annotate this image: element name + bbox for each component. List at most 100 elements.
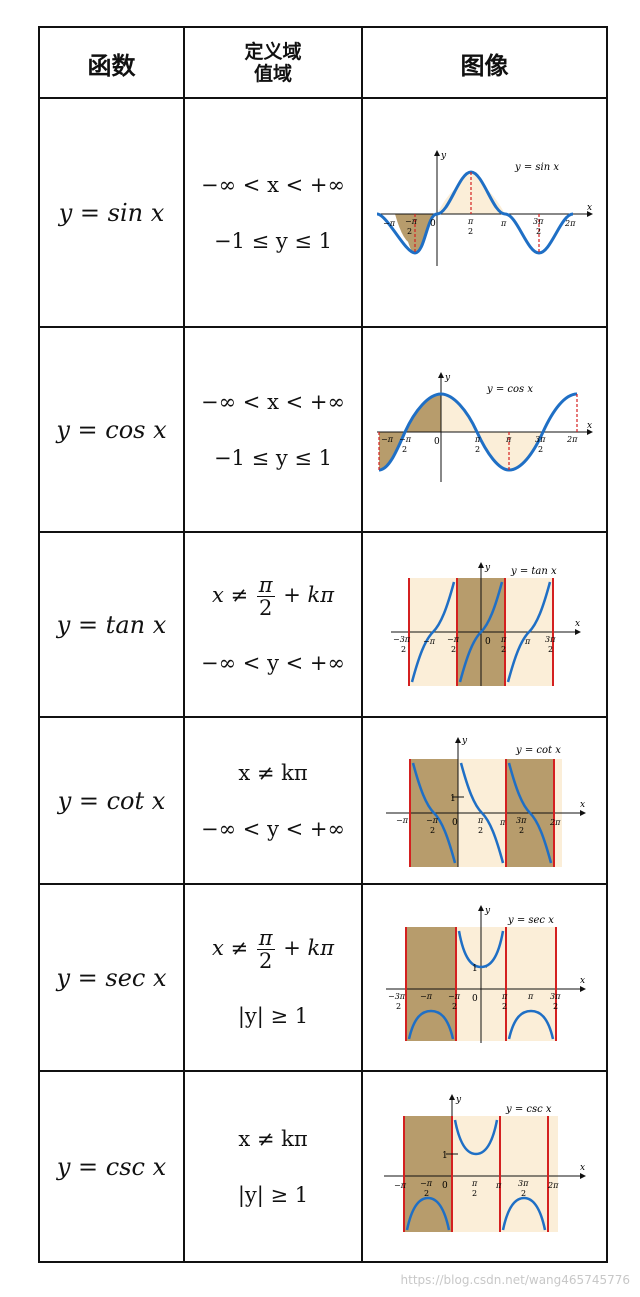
svg-text:π: π [474, 435, 481, 444]
graph-label-sin: y = sin x [514, 162, 559, 173]
svg-text:2: 2 [401, 645, 406, 654]
svg-text:−3π: −3π [388, 992, 406, 1001]
svg-text:3π: 3π [518, 1179, 529, 1188]
svg-text:π: π [477, 816, 484, 825]
svg-text:2: 2 [452, 1002, 457, 1011]
graph-cos: y = cos x y x 0 −π −π 2 π 2 π 3π 2 2π [363, 328, 606, 531]
svg-text:x: x [587, 421, 592, 431]
domain-csc: x ≠ kπ [238, 1126, 308, 1151]
function-sec: y = sec x [56, 963, 167, 992]
svg-text:−π: −π [394, 1181, 407, 1190]
domain-cot: x ≠ kπ [238, 760, 308, 785]
svg-text:2: 2 [402, 445, 407, 454]
svg-text:x: x [580, 1163, 585, 1173]
svg-text:π: π [467, 217, 474, 226]
svg-text:2: 2 [553, 1002, 558, 1011]
svg-text:−π: −π [405, 217, 418, 226]
column-divider [183, 28, 185, 1261]
graph-tan: y = tan x y x 0 −3π 2 −π −π 2 π 2 π 3π 2 [363, 533, 606, 716]
csc-curve [405, 1119, 546, 1230]
graph-csc: y = csc x y x 1 0 −π −π 2 π 2 π 3π 2 2π [363, 1072, 606, 1261]
svg-text:2: 2 [430, 826, 435, 835]
svg-text:−π: −π [447, 635, 460, 644]
trig-function-table: 函数 定义域 值域 图像 y = sin x −∞ < x < +∞ −1 ≤ … [38, 26, 608, 1263]
svg-text:y: y [461, 736, 468, 746]
svg-text:−π: −π [423, 637, 436, 646]
svg-text:2π: 2π [547, 1181, 559, 1190]
csc-graph-svg: y = csc x y x 1 0 −π −π 2 π 2 π 3π 2 2π [383, 1093, 586, 1232]
domain-range-csc: x ≠ kπ |y| ≥ 1 [185, 1072, 361, 1261]
svg-text:2: 2 [521, 1189, 526, 1198]
sec-curve [407, 930, 554, 1039]
svg-text:2: 2 [472, 1189, 477, 1198]
svg-text:2π: 2π [549, 818, 561, 827]
svg-text:0: 0 [442, 1181, 448, 1191]
tan-graph-svg: y = tan x y x 0 −3π 2 −π −π 2 π 2 π 3π 2 [390, 561, 581, 686]
svg-text:−π: −π [396, 816, 409, 825]
function-sin: y = sin x [58, 198, 165, 227]
row-divider [40, 97, 606, 99]
svg-text:2π: 2π [566, 435, 578, 444]
svg-text:2: 2 [451, 645, 456, 654]
svg-text:0: 0 [485, 637, 491, 647]
svg-text:2: 2 [538, 445, 543, 454]
svg-text:π: π [499, 818, 506, 827]
graph-cot: y = cot x y x 1 0 −π −π 2 π 2 π 3π 2 2π [363, 718, 606, 883]
svg-text:2: 2 [424, 1189, 429, 1198]
svg-text:2: 2 [475, 445, 480, 454]
svg-text:2: 2 [478, 826, 483, 835]
sec-graph-svg: y = sec x y x 1 0 −3π 2 −π −π 2 π 2 π 3π… [385, 904, 586, 1043]
function-cot: y = cot x [57, 786, 166, 815]
graph-sin: y = sin x y x 0 −π −π 2 π 2 π 3π 2 2π [363, 99, 606, 326]
header-function: 函数 [87, 51, 136, 80]
svg-text:π: π [500, 219, 507, 228]
svg-text:−π: −π [448, 992, 461, 1001]
svg-text:2: 2 [468, 227, 473, 236]
header-graph: 图像 [460, 51, 509, 80]
cot-graph-svg: y = cot x y x 1 0 −π −π 2 π 2 π 3π 2 2π [385, 736, 586, 867]
svg-text:2: 2 [501, 645, 506, 654]
svg-text:π: π [524, 637, 531, 646]
svg-text:0: 0 [434, 437, 440, 447]
svg-text:x: x [575, 619, 580, 629]
svg-text:3π: 3π [533, 217, 544, 226]
svg-text:x: x [587, 203, 592, 213]
svg-text:π: π [471, 1179, 478, 1188]
svg-text:y: y [484, 563, 491, 573]
svg-text:−π: −π [420, 992, 433, 1001]
svg-text:3π: 3π [535, 435, 546, 444]
function-csc: y = csc x [56, 1152, 167, 1181]
function-tan: y = tan x [56, 610, 167, 639]
range-sec: |y| ≥ 1 [237, 1004, 309, 1029]
range-cos: −1 ≤ y ≤ 1 [213, 445, 333, 470]
svg-text:π: π [495, 1181, 502, 1190]
row-divider [40, 716, 606, 718]
svg-text:2π: 2π [564, 219, 576, 228]
graph-label-cos: y = cos x [486, 384, 533, 395]
tan-curve [410, 581, 551, 682]
svg-text:−3π: −3π [393, 635, 411, 644]
svg-text:2: 2 [519, 826, 524, 835]
row-divider [40, 326, 606, 328]
svg-text:2: 2 [536, 227, 541, 236]
svg-text:π: π [500, 635, 507, 644]
header-range: 值域 [253, 63, 292, 85]
svg-text:x: x [580, 800, 585, 810]
domain-range-cos: −∞ < x < +∞ −1 ≤ y ≤ 1 [185, 328, 361, 531]
graph-label-cot: y = cot x [515, 745, 561, 756]
svg-text:π: π [505, 435, 512, 444]
svg-text:π: π [501, 992, 508, 1001]
svg-text:3π: 3π [516, 816, 527, 825]
svg-text:y: y [484, 906, 491, 916]
svg-text:1: 1 [472, 964, 478, 974]
row-divider [40, 1070, 606, 1072]
graph-label-sec: y = sec x [507, 915, 554, 926]
header-domain: 定义域 [244, 41, 302, 63]
column-divider [361, 28, 363, 1261]
svg-text:−π: −π [383, 219, 396, 228]
svg-text:2: 2 [396, 1002, 401, 1011]
